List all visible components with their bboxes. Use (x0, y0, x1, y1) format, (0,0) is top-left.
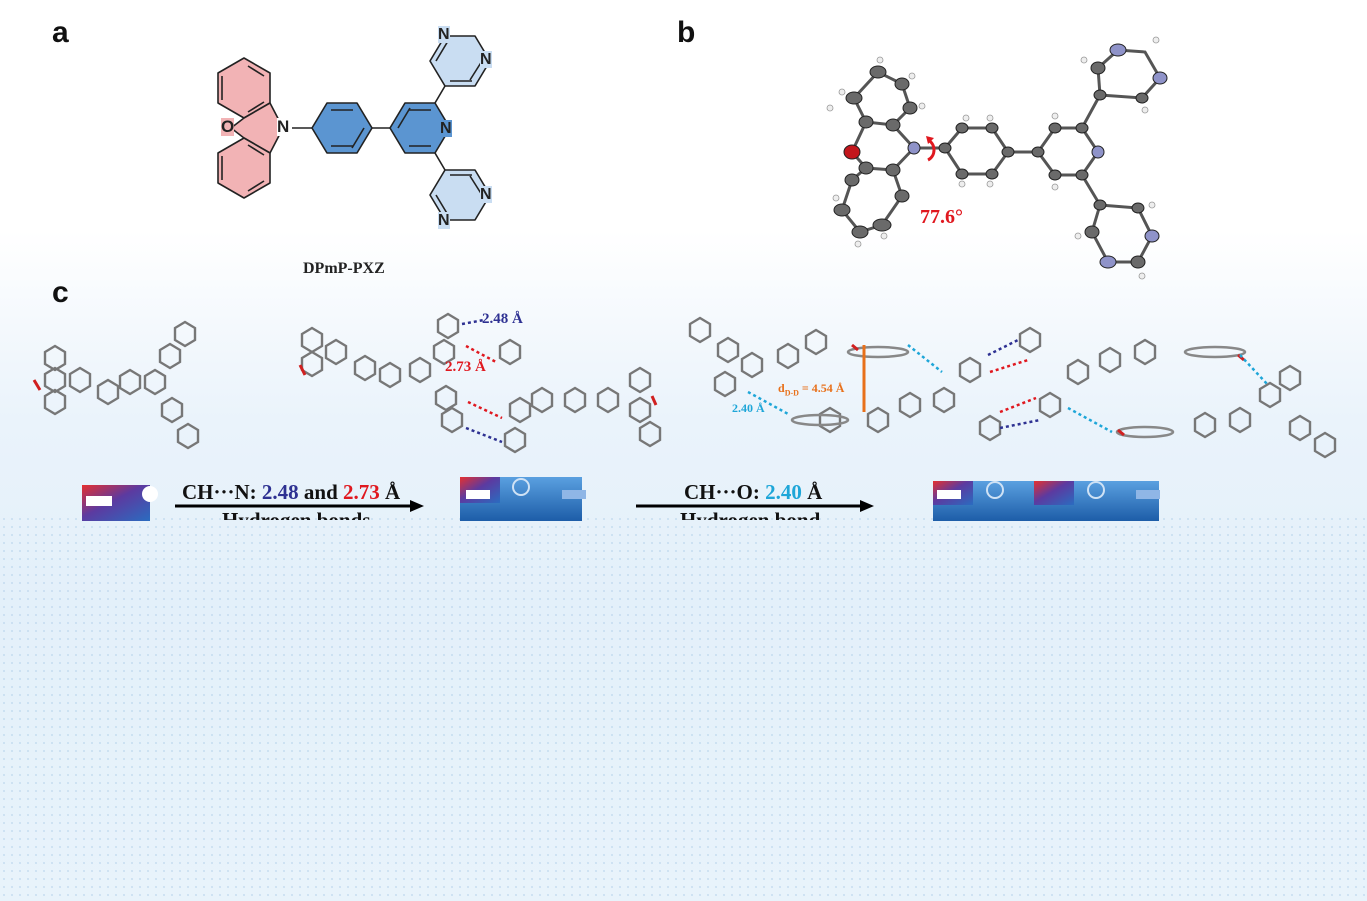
atom-label-pyridine-nitrogen: N (440, 120, 452, 137)
dimer-label-blue: 2.48 Å (482, 311, 523, 327)
hbond-blue-lower (465, 426, 503, 444)
monomer-stick-model (32, 320, 200, 450)
puzzle-block-monomer (82, 485, 158, 521)
atom-label-pxz-nitrogen: N (277, 117, 290, 136)
atom-label-oxygen: O (221, 117, 235, 136)
arrow-1-label: CH···N: 2.48 and 2.73 Å (182, 480, 401, 504)
hbond-red-lower (467, 400, 503, 420)
atom-label-pym-nitrogen-lower-2: N (438, 212, 450, 229)
hbond-blue-upper (461, 318, 485, 326)
cho-distance-label: 2.40 Å (732, 401, 765, 415)
atom-label-pym-nitrogen-lower: N (480, 186, 492, 203)
torsion-angle-label: 77.6° (920, 206, 963, 228)
puzzle-block-chain (933, 481, 1160, 521)
stacking-distance-label: dD-D = 4.54 Å (778, 381, 845, 398)
stacking-stick-model (688, 316, 1337, 459)
panel-label-c: c (52, 276, 69, 309)
arrow-1-caption: Hydrogen bonds (222, 508, 371, 520)
dimer-label-red: 2.73 Å (445, 359, 486, 375)
arrow-2-label: CH···O: 2.40 Å (684, 480, 823, 504)
panel-label-a: a (52, 16, 69, 49)
dimer-stick-model (298, 312, 662, 454)
atom-label-pym-nitrogen-upper-2: N (438, 26, 450, 43)
background-dot-pattern (0, 515, 1367, 901)
compound-name: DPmP-PXZ (303, 260, 385, 277)
arrow-2-caption: Hydrogen bond (680, 508, 821, 520)
puzzle-block-dimer (460, 477, 586, 521)
pxz-ring-lower (217, 137, 271, 199)
panel-label-b: b (677, 16, 696, 49)
atom-label-pym-nitrogen-upper: N (480, 51, 492, 68)
